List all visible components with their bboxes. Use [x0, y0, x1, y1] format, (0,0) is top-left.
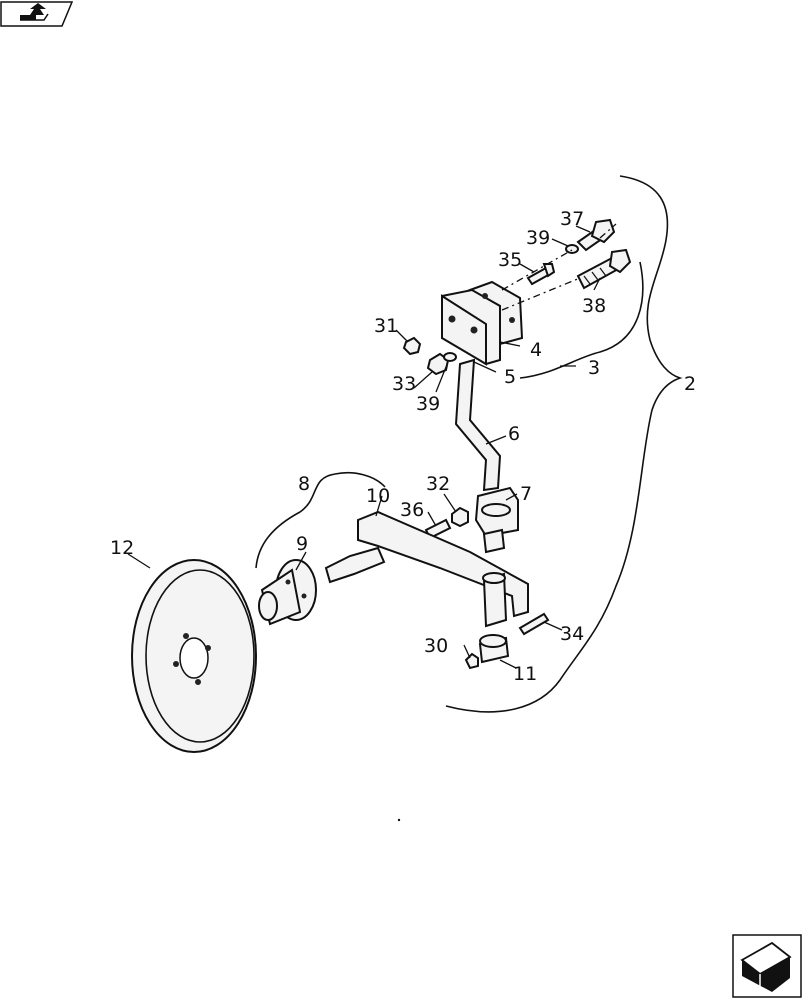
scraper-bracket [440, 280, 524, 366]
callout-39-upper: 39 [526, 227, 550, 249]
brace-assembly-2 [445, 175, 683, 713]
nut-33 [426, 352, 450, 376]
next-page-button[interactable] [732, 934, 802, 998]
callout-5: 5 [504, 366, 516, 388]
previous-page-arrow-icon [20, 3, 49, 21]
bolt-38 [576, 248, 632, 290]
callout-35: 35 [498, 249, 522, 271]
callout-3: 3 [588, 357, 600, 379]
callout-11: 11 [513, 663, 537, 685]
brace-assembly-8 [255, 471, 386, 569]
scraper-arm [454, 358, 502, 492]
disc-blade [131, 559, 257, 753]
callout-39-lower: 39 [416, 393, 440, 415]
scraper-clamp [474, 486, 519, 554]
nut-32 [451, 506, 469, 528]
callout-7: 7 [520, 483, 532, 505]
bolt-35 [526, 263, 556, 286]
callout-36: 36 [400, 499, 424, 521]
next-page-arrow-icon [740, 941, 792, 992]
callout-12: 12 [110, 537, 134, 559]
callout-10: 10 [366, 485, 390, 507]
callout-9: 9 [296, 533, 308, 555]
callout-4: 4 [530, 339, 542, 361]
bolt-37 [576, 218, 616, 252]
callout-34: 34 [560, 623, 584, 645]
callout-8: 8 [298, 473, 310, 495]
callout-33: 33 [392, 373, 416, 395]
leader-lines [127, 225, 601, 669]
callout-6: 6 [508, 423, 520, 445]
centerline-upper [501, 223, 617, 291]
stray-dot [397, 818, 401, 822]
centerline-lower [501, 277, 581, 311]
bushing-11 [478, 634, 510, 664]
disc-arm [357, 510, 529, 628]
callout-37: 37 [560, 208, 584, 230]
callout-30: 30 [424, 635, 448, 657]
brace-assembly-3 [519, 261, 644, 379]
washer-39-upper [565, 244, 579, 254]
nut-30 [464, 652, 479, 670]
previous-page-button[interactable] [0, 1, 74, 27]
callout-38: 38 [582, 295, 606, 317]
callout-2: 2 [684, 373, 696, 395]
washer-39-lower [443, 352, 457, 362]
hub-spindle [324, 546, 386, 584]
bolt-34 [518, 612, 550, 636]
callout-31: 31 [374, 315, 398, 337]
callout-32: 32 [426, 473, 450, 495]
hub [258, 559, 317, 626]
